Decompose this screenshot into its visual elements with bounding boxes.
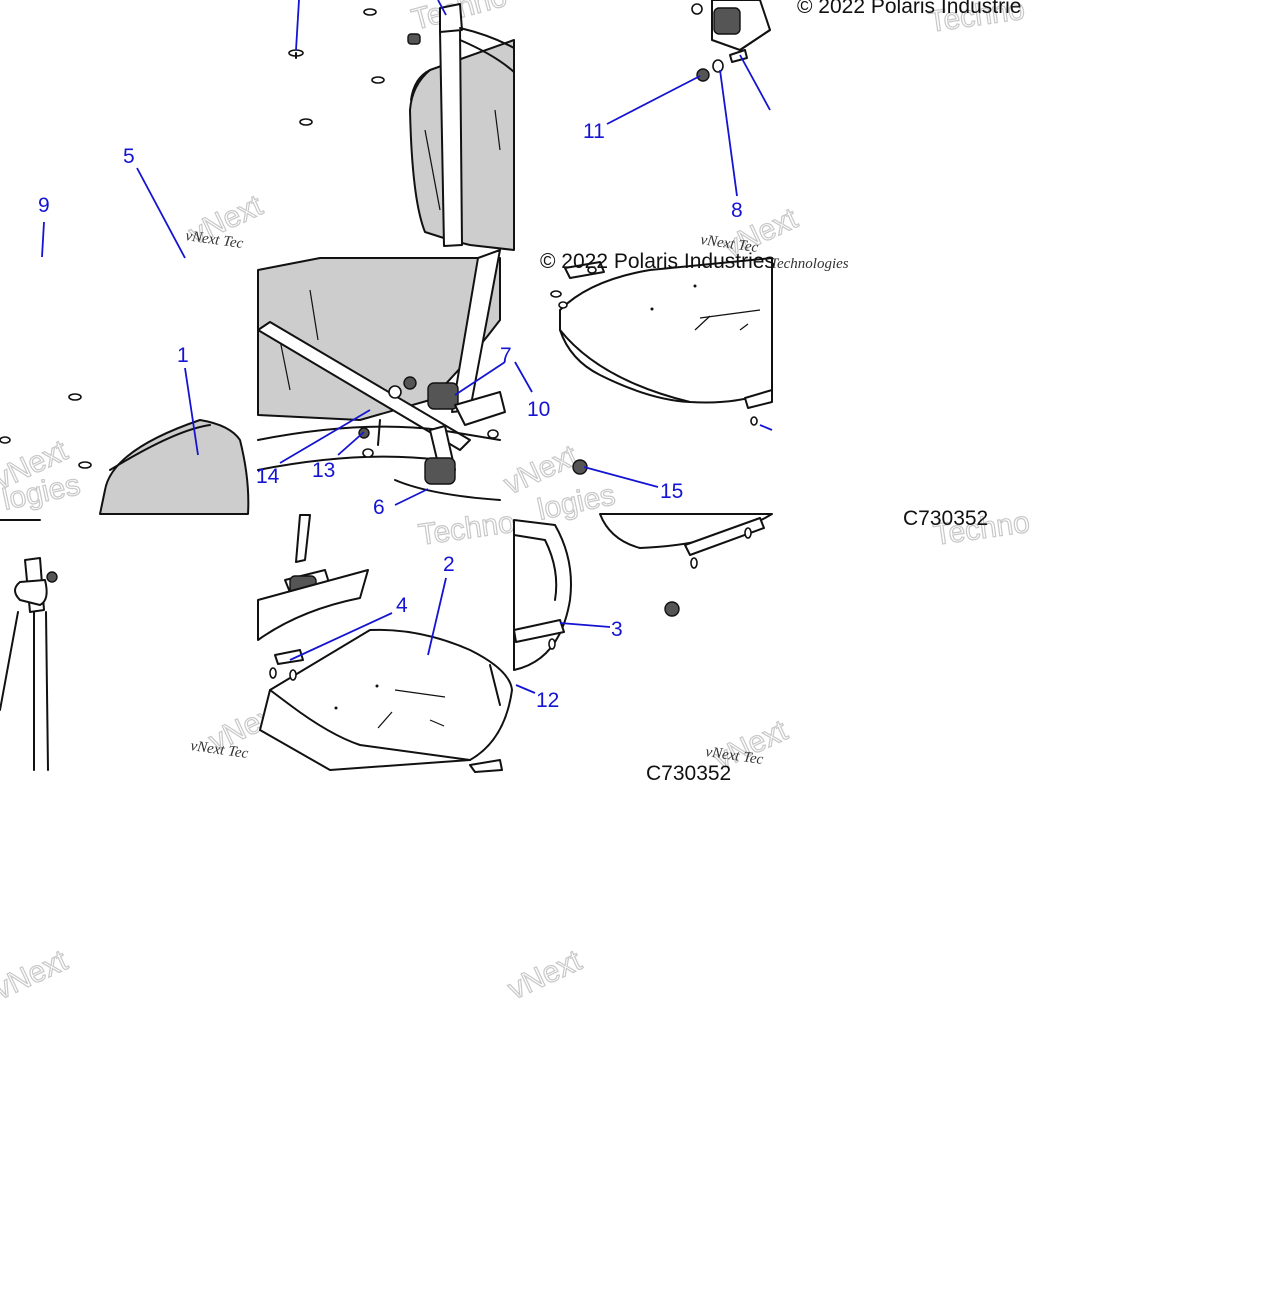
watermark-technologies-1: Technologies [770,256,849,272]
screws-upper [288,8,421,126]
callout-13: 13 [312,459,335,482]
callout-labels: 1 2 3 4 5 6 7 8 9 10 11 12 13 14 15 [38,120,743,712]
seat-back-lower [0,393,250,521]
callout-11: 11 [583,120,605,143]
callout-4: 4 [396,594,408,617]
watermark-vnext-8: vNext [503,944,587,1007]
watermark-techno-3: Techno [416,506,516,552]
callout-5: 5 [123,145,135,168]
callout-1: 1 [177,344,189,367]
callout-15: 15 [660,480,683,503]
copyright-top: © 2022 Polaris Industrie [797,0,1021,18]
callout-12: 12 [536,689,559,712]
seat-belt-bracket [0,557,58,771]
watermark-vnext-7: vNext [0,944,73,1007]
callout-6: 6 [373,496,385,519]
center-frame [257,249,506,501]
seat-cushion-lower [257,514,513,773]
callout-3: 3 [611,618,623,641]
annotations: © 2022 Polaris Industrie © 2022 Polaris … [540,0,1021,785]
callout-9: 9 [38,194,50,217]
callout-8: 8 [731,199,743,222]
callout-7: 7 [500,344,512,367]
latch-assembly [691,0,771,82]
copyright-mid: © 2022 Polaris Industries [540,250,775,273]
drawing-code-1: C730352 [903,507,988,530]
seat-back-upper [409,3,515,251]
callout-leaders [41,0,773,694]
drawing-code-2: C730352 [646,762,731,785]
callout-10: 10 [527,398,550,421]
seat-cushion-side [513,513,773,671]
callout-14: 14 [256,465,280,488]
callout-2: 2 [443,553,455,576]
seat-cushion-upper [550,257,773,475]
